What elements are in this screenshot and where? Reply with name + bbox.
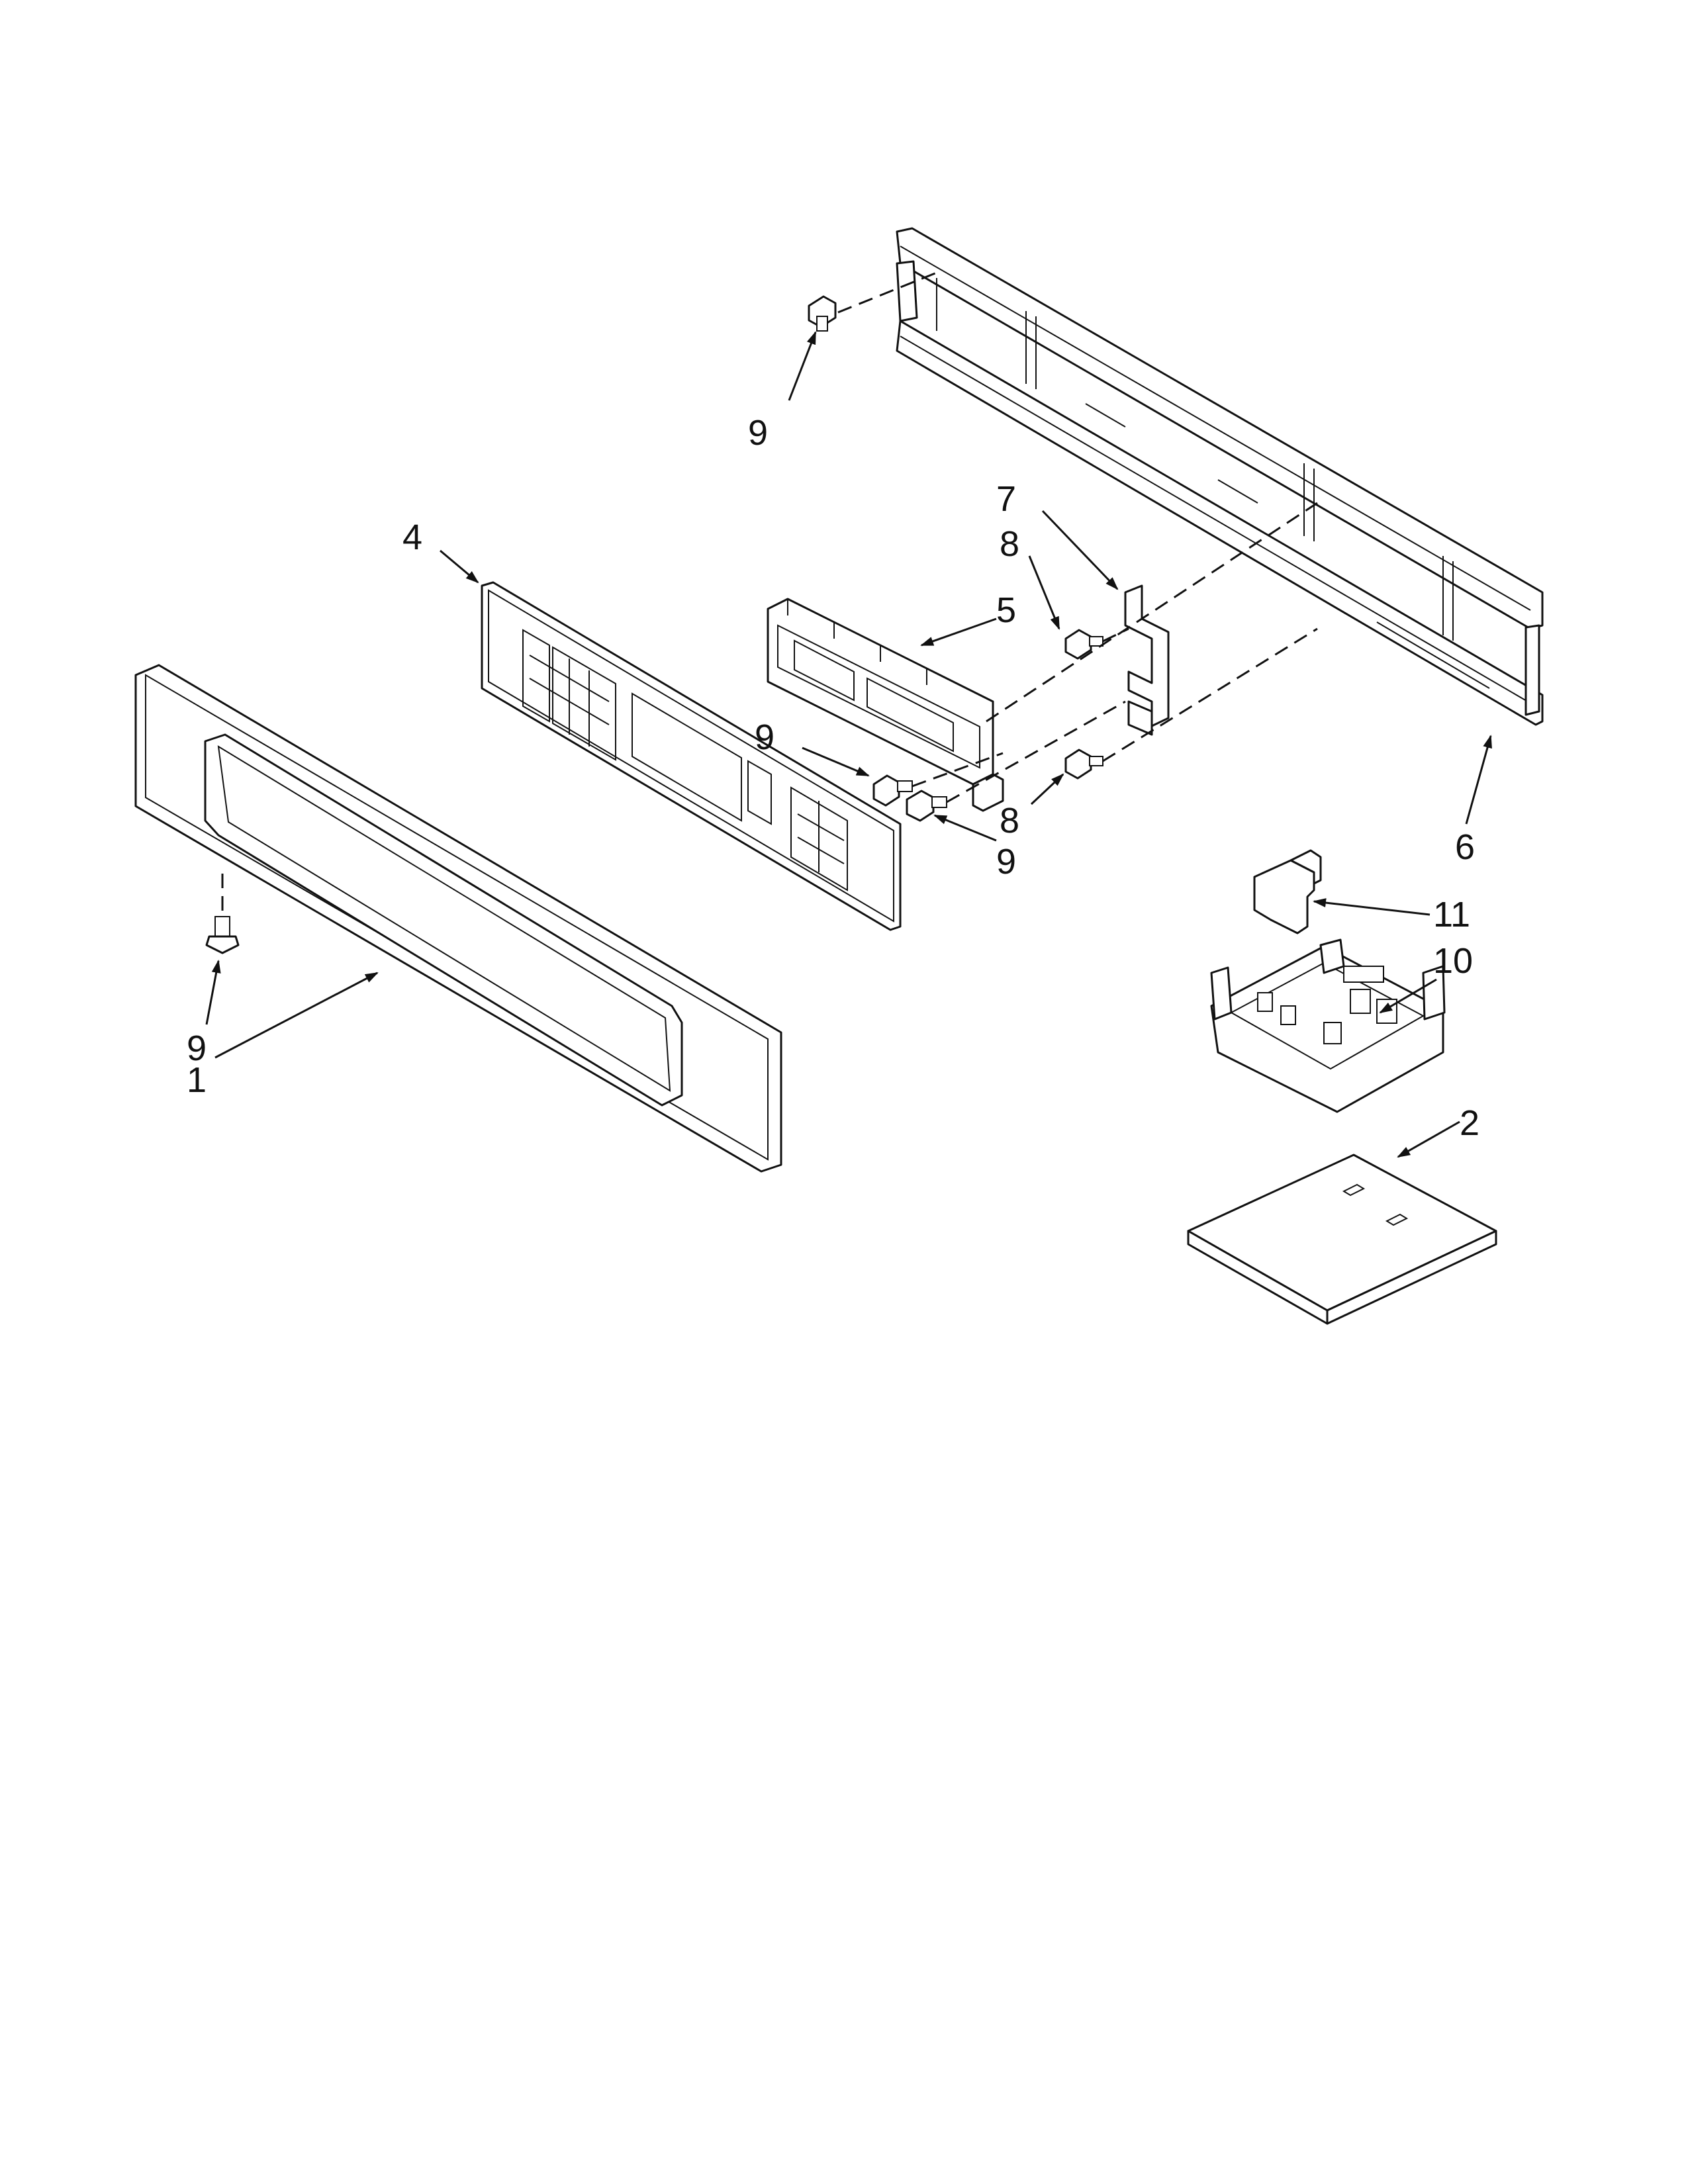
bracket-part (1124, 584, 1170, 736)
screw-top (808, 295, 837, 332)
callout-10: 10 (1433, 941, 1473, 981)
screw-low (906, 790, 947, 822)
control-panel-frame-part (896, 227, 1544, 726)
callout-8-upper: 8 (1000, 524, 1019, 564)
callout-9-low: 9 (996, 842, 1016, 882)
alignment-lines (221, 271, 1318, 917)
cover-plate-part (1187, 1154, 1497, 1325)
callout-7: 7 (996, 479, 1016, 519)
callout-labels: 9 4 7 8 5 9 9 8 6 11 10 2 9 1 (187, 413, 1479, 1143)
callout-8-lower: 8 (1000, 801, 1019, 841)
screw-mid (872, 774, 913, 807)
callout-4: 4 (402, 518, 422, 557)
callout-11: 11 (1433, 895, 1470, 934)
control-panel-trim-part (134, 664, 782, 1173)
callout-9-mid: 9 (755, 717, 774, 757)
callout-2: 2 (1460, 1103, 1479, 1143)
control-panel-overlay-part (481, 581, 902, 931)
callout-5: 5 (996, 590, 1016, 630)
callout-6: 6 (1455, 827, 1475, 867)
screw-lower-8 (1064, 749, 1103, 780)
screw-left (205, 916, 240, 954)
sensor-part (1253, 849, 1322, 934)
leader-arrows (205, 331, 1492, 1158)
screw-upper-8 (1064, 629, 1103, 660)
callout-9-left: 9 (187, 1028, 207, 1068)
control-board-part (1210, 938, 1446, 1113)
callout-9-top: 9 (748, 413, 768, 453)
electronic-control-part (767, 598, 1004, 812)
callout-1: 1 (187, 1060, 207, 1100)
